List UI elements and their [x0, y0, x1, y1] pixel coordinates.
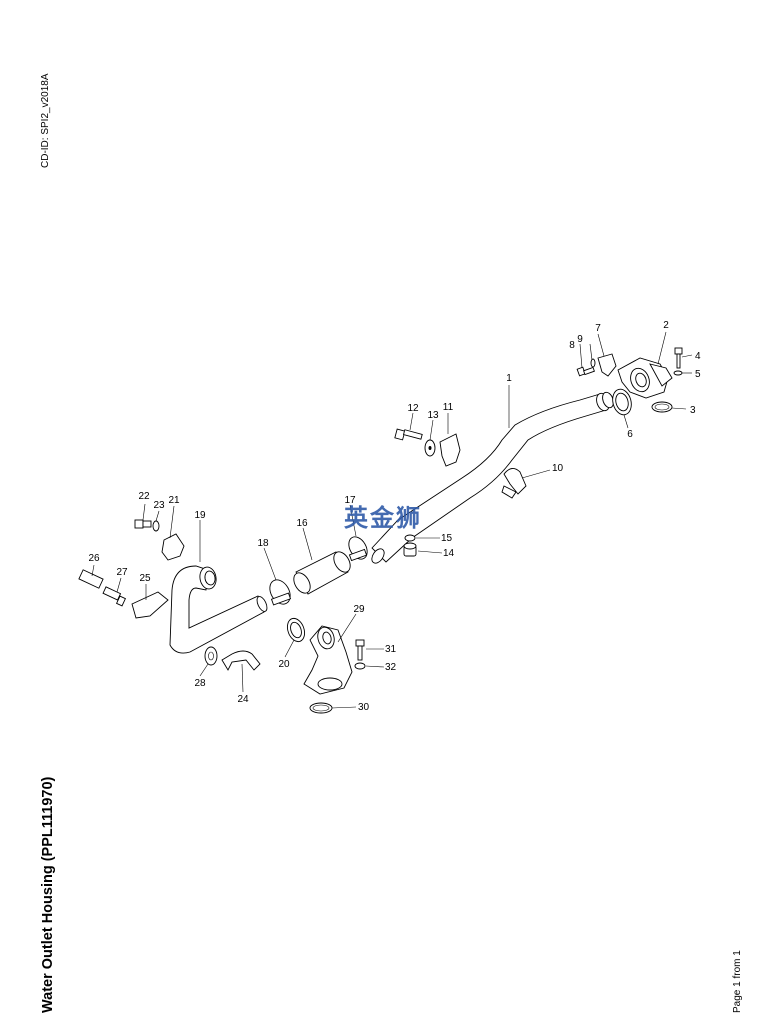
callout-7: 7 — [595, 323, 601, 334]
part-18-hose-clamp — [269, 579, 292, 606]
callout-3: 3 — [690, 405, 696, 416]
part-22-bolt — [134, 519, 152, 529]
callout-21: 21 — [168, 495, 180, 506]
part-6-gasket-ring — [612, 388, 632, 416]
callout-32: 32 — [385, 662, 397, 673]
callout-29: 29 — [353, 604, 365, 615]
part-17-hose-clamp — [348, 536, 368, 562]
part-1-coolant-pipe — [371, 391, 614, 564]
callout-11: 11 — [443, 402, 454, 413]
part-16-hose — [293, 551, 351, 595]
callout-26: 26 — [88, 553, 100, 564]
part-27-temperature-sender — [102, 586, 127, 607]
callout-4: 4 — [695, 351, 701, 362]
part-5-washer — [673, 370, 683, 376]
part-14-nut — [403, 542, 417, 557]
callout-25: 25 — [139, 573, 151, 584]
callout-15: 15 — [441, 533, 453, 544]
callout-30: 30 — [358, 702, 370, 713]
part-31-bolt — [355, 639, 365, 661]
callout-6: 6 — [627, 429, 633, 440]
callout-14: 14 — [443, 548, 455, 559]
part-19-bent-pipe — [169, 565, 268, 654]
watermark-text: 英金狮 — [344, 504, 422, 532]
callout-22: 22 — [138, 491, 150, 502]
part-20-gasket-ring — [286, 617, 306, 643]
callout-1: 1 — [506, 373, 512, 384]
callout-18: 18 — [257, 538, 269, 549]
part-11-bracket — [439, 433, 461, 467]
callout-24: 24 — [237, 694, 249, 705]
callout-20: 20 — [278, 659, 290, 670]
part-29-outlet-housing — [303, 625, 353, 695]
callout-numbers: 1 2 3 4 5 6 7 8 9 10 11 12 13 14 15 16 1… — [88, 320, 701, 713]
part-12-bolt — [394, 428, 423, 441]
part-26-sensor-connector — [78, 569, 104, 589]
callout-8: 8 — [569, 340, 575, 351]
leader-lines — [91, 331, 693, 709]
callout-12: 12 — [407, 403, 419, 414]
part-2-outlet-housing — [617, 357, 673, 399]
part-7-bracket — [597, 353, 617, 377]
callout-2: 2 — [663, 320, 669, 331]
part-15-o-ring — [404, 534, 416, 542]
part-10-clamp-bracket — [501, 468, 527, 499]
callout-19: 19 — [194, 510, 206, 521]
part-21-bracket — [161, 533, 185, 561]
callout-13: 13 — [427, 410, 439, 421]
callout-17: 17 — [344, 495, 356, 506]
part-9-washer — [590, 358, 596, 368]
callout-28: 28 — [194, 678, 206, 689]
callout-10: 10 — [552, 463, 564, 474]
part-28-washer — [204, 646, 218, 666]
callout-16: 16 — [296, 518, 308, 529]
callout-9: 9 — [577, 334, 583, 345]
part-4-bolt — [674, 347, 683, 369]
callout-5: 5 — [695, 369, 701, 380]
part-25-clip-bracket — [131, 591, 169, 619]
part-24-clamp — [221, 650, 261, 671]
callout-31: 31 — [385, 644, 397, 655]
callout-27: 27 — [116, 567, 128, 578]
part-8-bolt — [576, 366, 595, 377]
part-32-washer — [354, 662, 366, 670]
callout-23: 23 — [153, 500, 165, 511]
part-23-washer — [152, 520, 160, 532]
